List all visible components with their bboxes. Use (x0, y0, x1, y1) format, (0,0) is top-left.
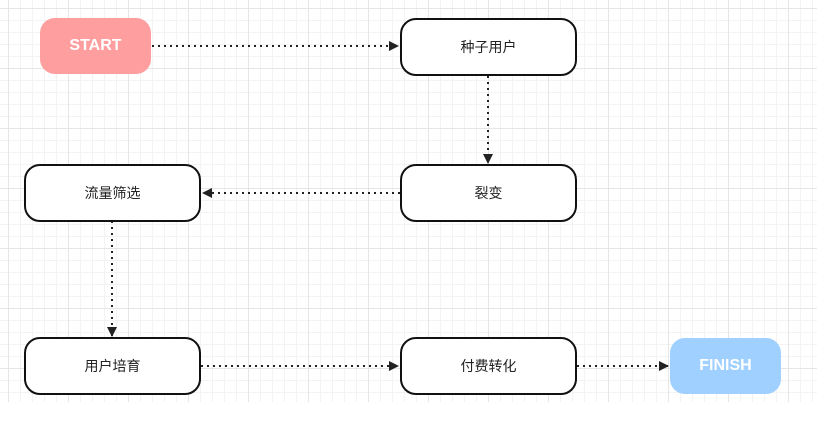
paid-conversion-node[interactable]: 付费转化 (400, 337, 577, 395)
traffic-filter-node[interactable]: 流量筛选 (24, 164, 201, 222)
start-node[interactable]: START (40, 18, 151, 74)
fission-node[interactable]: 裂变 (400, 164, 577, 222)
finish-node[interactable]: FINISH (670, 338, 781, 394)
seed-users-node[interactable]: 种子用户 (400, 18, 577, 76)
canvas-bottom-margin (0, 402, 817, 426)
user-nurture-node[interactable]: 用户培育 (24, 337, 201, 395)
